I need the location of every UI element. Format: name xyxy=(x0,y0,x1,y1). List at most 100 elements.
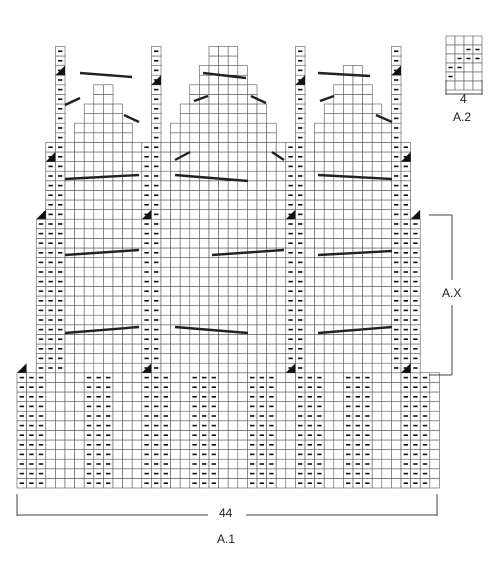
chart-cell xyxy=(218,122,229,134)
chart-cell xyxy=(237,238,248,249)
chart-cell xyxy=(352,362,363,374)
chart-cell xyxy=(333,382,344,393)
chart-cell xyxy=(131,382,143,393)
chart-cell xyxy=(93,257,104,268)
chart-cell xyxy=(93,343,104,354)
chart-cell xyxy=(323,257,335,268)
chart-a1-width-label: 44 xyxy=(219,506,233,520)
chart-cell xyxy=(275,161,287,172)
chart-cell xyxy=(93,314,104,326)
chart-cell xyxy=(131,295,143,306)
chart-cell xyxy=(189,276,200,287)
chart-cell xyxy=(208,353,219,364)
chart-cell xyxy=(275,180,287,191)
chart-cell xyxy=(170,295,181,306)
chart-cell xyxy=(189,180,200,191)
chart-cell xyxy=(74,266,85,278)
chart-cell xyxy=(179,458,191,470)
increase-symbol xyxy=(410,209,421,220)
chart-cell xyxy=(160,180,171,191)
chart-cell xyxy=(362,113,373,124)
chart-cell xyxy=(333,238,344,249)
chart-cell xyxy=(74,142,85,153)
chart-cell xyxy=(122,343,133,354)
chart-cell xyxy=(266,199,277,210)
chart-cell xyxy=(131,420,143,431)
chart-cell xyxy=(323,382,335,393)
chart-cell xyxy=(112,142,123,153)
chart-cell xyxy=(74,151,85,162)
chart-cell xyxy=(362,286,373,297)
chart-cell xyxy=(218,46,229,57)
chart-cell xyxy=(189,362,200,374)
chart-cell xyxy=(55,410,66,422)
chart-cell xyxy=(74,286,85,297)
chart-cell xyxy=(208,218,219,230)
chart-cell xyxy=(131,334,143,345)
chart-cell xyxy=(103,257,114,268)
chart-cell xyxy=(381,458,392,470)
chart-cell xyxy=(179,372,191,383)
chart-cell xyxy=(112,401,123,412)
chart-cell xyxy=(218,257,229,268)
chart-cell xyxy=(314,209,325,220)
chart-cell xyxy=(381,247,392,258)
chart-a1-name: A.1 xyxy=(217,532,236,546)
chart-cell xyxy=(381,420,392,431)
chart-cell xyxy=(131,430,143,441)
chart-cell xyxy=(83,295,95,306)
chart-cell xyxy=(237,257,248,268)
chart-cell xyxy=(83,218,95,230)
chart-cell xyxy=(429,420,440,431)
chart-cell xyxy=(45,382,56,393)
decrease-line xyxy=(123,113,140,124)
chart-cell xyxy=(391,420,402,431)
chart-cell xyxy=(227,343,239,354)
chart-cell xyxy=(179,401,191,412)
chart-cell xyxy=(122,190,133,201)
chart-cell xyxy=(256,190,267,201)
chart-cell xyxy=(112,266,123,278)
chart-cell xyxy=(266,286,277,297)
chart-cell xyxy=(93,334,104,345)
chart-cell xyxy=(199,343,210,354)
chart-cell xyxy=(218,151,229,162)
chart-cell xyxy=(266,190,277,201)
chart-cell xyxy=(131,353,143,364)
chart-cell xyxy=(352,228,363,239)
chart-cell xyxy=(343,334,354,345)
chart-cell xyxy=(323,103,335,114)
chart-cell xyxy=(170,362,181,374)
chart-cell xyxy=(103,218,114,230)
chart-cell xyxy=(266,334,277,345)
chart-cell xyxy=(227,161,239,172)
chart-cell xyxy=(227,439,239,450)
chart-cell xyxy=(55,449,66,460)
chart-cell xyxy=(83,343,95,354)
chart-cell xyxy=(333,142,344,153)
chart-cell xyxy=(381,449,392,460)
chart-cell xyxy=(371,314,383,326)
chart-cell xyxy=(199,74,210,86)
chart-cell xyxy=(208,122,219,134)
chart-cell xyxy=(362,142,373,153)
chart-cell xyxy=(227,65,239,76)
chart-cell xyxy=(83,286,95,297)
chart-cell xyxy=(237,180,248,191)
chart-cell xyxy=(391,401,402,412)
chart-cell xyxy=(333,84,344,95)
chart-cell xyxy=(362,151,373,162)
chart-cell xyxy=(218,382,229,393)
chart-cell xyxy=(323,295,335,306)
chart-cell xyxy=(237,362,248,374)
chart-cell xyxy=(275,286,287,297)
chart-cell xyxy=(285,478,296,489)
chart-cell xyxy=(112,122,123,134)
a2-cell xyxy=(445,53,456,64)
chart-cell xyxy=(131,314,143,326)
chart-cell xyxy=(333,190,344,201)
chart-cell xyxy=(131,305,143,316)
chart-cell xyxy=(237,343,248,354)
chart-cell xyxy=(314,132,325,143)
